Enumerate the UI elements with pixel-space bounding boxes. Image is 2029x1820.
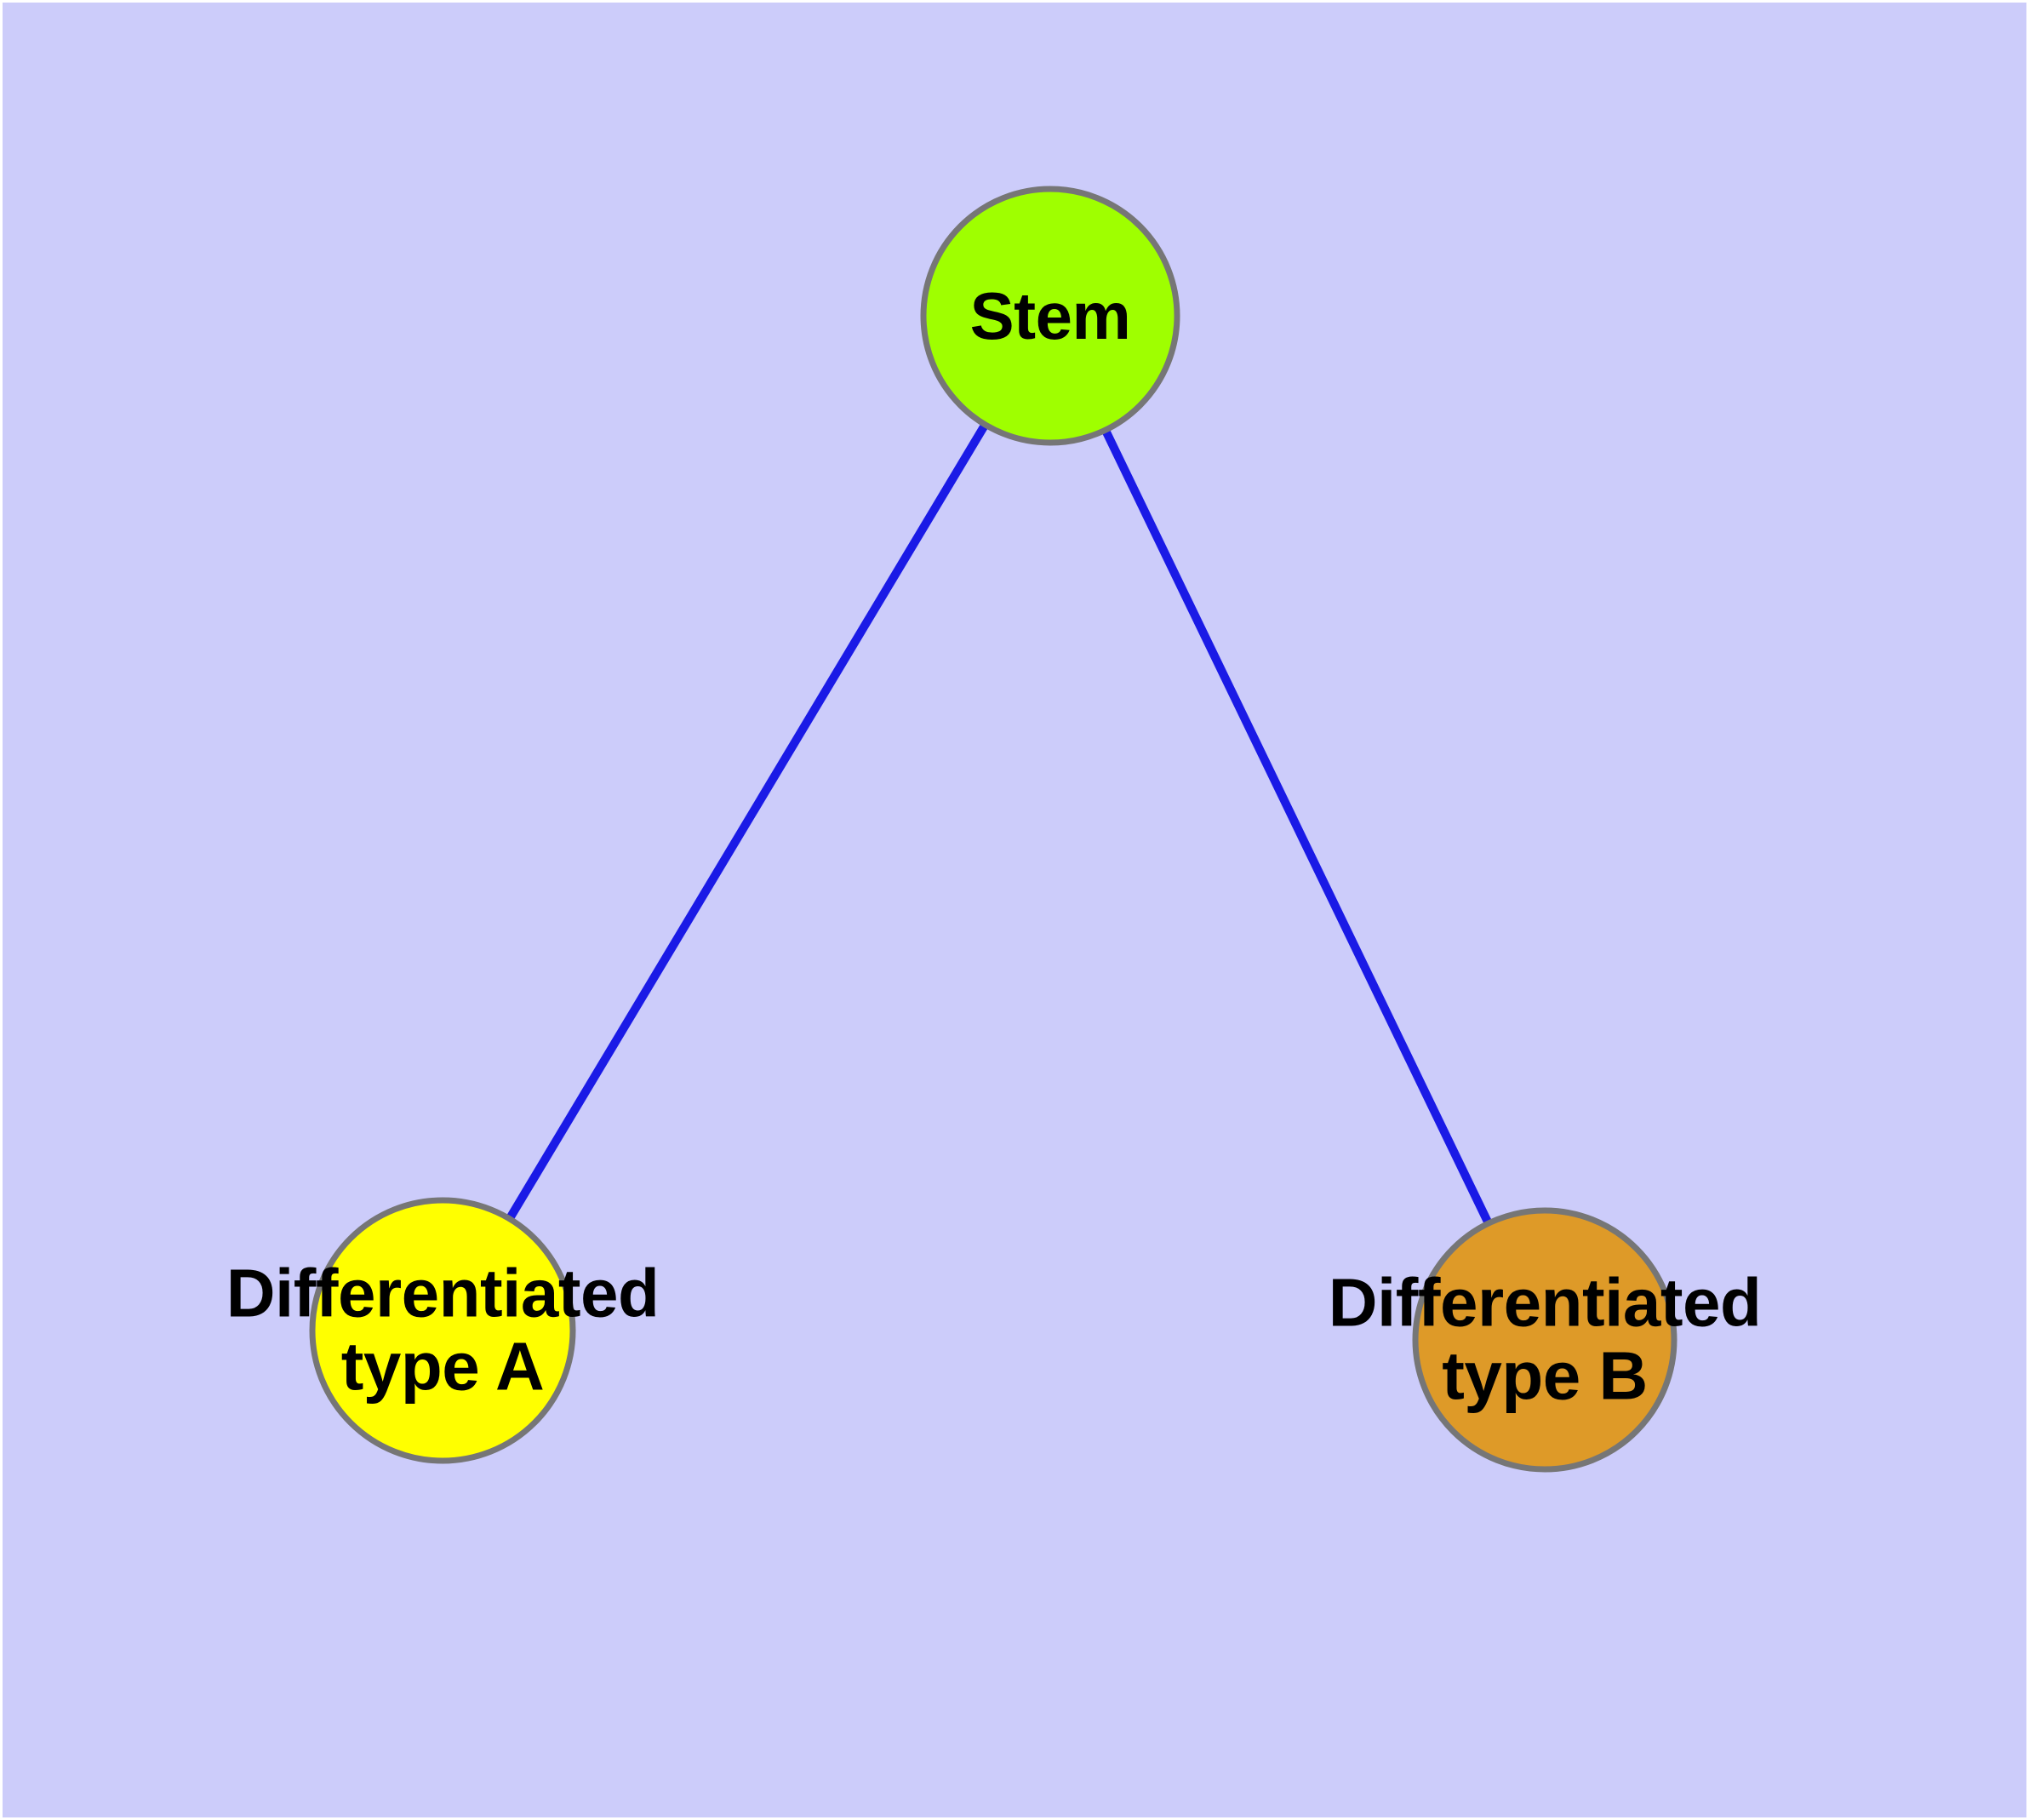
- edges-layer: [506, 423, 1492, 1224]
- edge-stem-diff-a[interactable]: [506, 423, 988, 1220]
- node-circle-stem[interactable]: [920, 186, 1180, 446]
- node-circle-diff_b[interactable]: [1412, 1207, 1677, 1473]
- node-circle-diff_a[interactable]: [309, 1197, 576, 1464]
- edge-stem-diff-b[interactable]: [1102, 429, 1492, 1224]
- nodes-layer: [309, 186, 1677, 1473]
